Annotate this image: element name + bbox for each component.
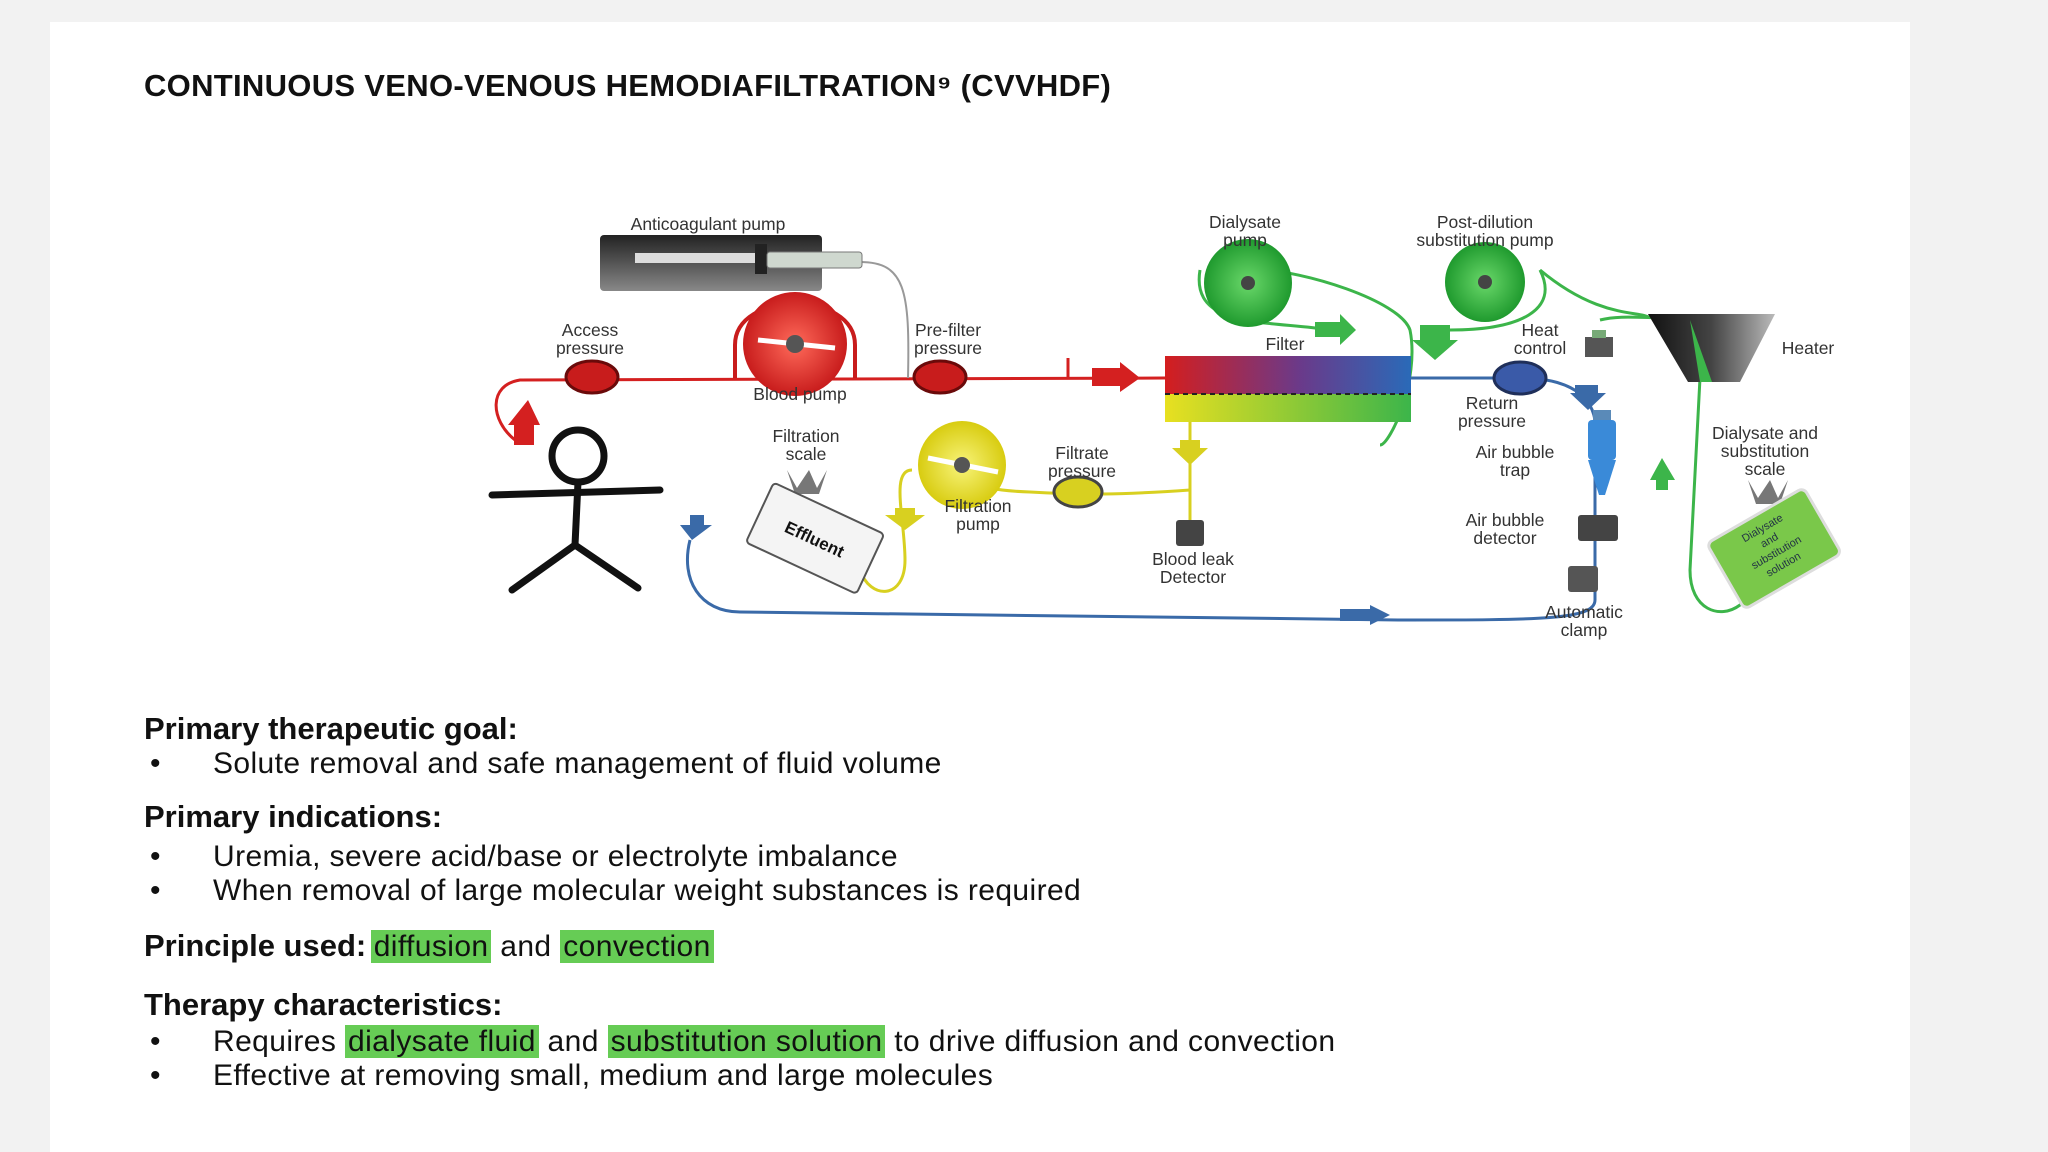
blood-leak-detector bbox=[1176, 520, 1204, 546]
filter bbox=[1165, 356, 1411, 422]
access-pressure-label-2: pressure bbox=[556, 338, 624, 358]
characteristics-heading: Therapy characteristics: bbox=[144, 987, 503, 1022]
yellow-flow-arrow bbox=[1172, 440, 1208, 465]
bullet-dot: • bbox=[150, 874, 161, 907]
access-pressure-label-1: Access bbox=[562, 320, 619, 340]
char-b2-text: Effective at removing small, medium and … bbox=[213, 1059, 994, 1092]
effluent-lines bbox=[858, 420, 1192, 593]
automatic-clamp-label-2: clamp bbox=[1561, 620, 1608, 640]
air-bubble-trap-label-1: Air bubble bbox=[1476, 442, 1555, 462]
return-pressure-label-1: Return bbox=[1466, 393, 1519, 413]
filtration-scale bbox=[787, 470, 827, 494]
dialysate-scale-label-3: scale bbox=[1745, 459, 1786, 479]
prefilter-pressure-label-2: pressure bbox=[914, 338, 982, 358]
goal-bullet-text: Solute removal and safe management of fl… bbox=[213, 747, 942, 780]
bullet-dot: • bbox=[150, 1025, 161, 1058]
filtration-scale-label-2: scale bbox=[786, 444, 827, 464]
return-pressure-label-2: pressure bbox=[1458, 411, 1526, 431]
principle-term-diffusion: diffusion bbox=[370, 930, 492, 963]
heater-label: Heater bbox=[1782, 338, 1835, 358]
characteristics-bullet-2: • Effective at removing small, medium and… bbox=[144, 1059, 1335, 1093]
filtrate-pressure-label-1: Filtrate bbox=[1055, 443, 1108, 463]
blood-pump-label: Blood pump bbox=[753, 384, 846, 404]
principle-term-convection: convection bbox=[560, 930, 714, 963]
air-bubble-detector-label-1: Air bubble bbox=[1466, 510, 1545, 530]
filtrate-pressure-label-2: pressure bbox=[1048, 461, 1116, 481]
return-pressure-sensor bbox=[1492, 360, 1548, 396]
patient-figure bbox=[488, 426, 664, 594]
anticoagulant-pump bbox=[600, 235, 863, 291]
heat-control bbox=[1585, 330, 1613, 357]
blood-leak-label-2: Detector bbox=[1160, 567, 1226, 587]
blood-access-line bbox=[494, 376, 1166, 442]
indications-section: Primary indications: • Uremia, severe aci… bbox=[144, 799, 1081, 908]
slide-title: CONTINUOUS VENO-VENOUS HEMODIAFILTRATION… bbox=[144, 68, 1112, 103]
dialysate-bag: Dialysate and substitution solution bbox=[1707, 488, 1841, 609]
post-dilution-pump bbox=[1445, 242, 1525, 322]
automatic-clamp bbox=[1568, 566, 1598, 592]
red-flow-arrow bbox=[1066, 358, 1140, 392]
goal-heading: Primary therapeutic goal: bbox=[144, 711, 518, 746]
principle-section: Principle used: diffusion and convection bbox=[144, 928, 714, 964]
prefilter-pressure-label-1: Pre-filter bbox=[915, 320, 981, 340]
indications-bullet-1: • Uremia, severe acid/base or electrolyte… bbox=[144, 840, 1081, 874]
blood-leak-label-1: Blood leak bbox=[1152, 549, 1234, 569]
characteristics-bullet-1: • Requires dialysate fluid and substitut… bbox=[144, 1025, 1335, 1059]
dialysate-scale-label-2: substitution bbox=[1721, 441, 1810, 461]
char-b1-mid: and bbox=[547, 1025, 599, 1058]
filtration-scale-label-1: Filtration bbox=[772, 426, 839, 446]
post-dilution-label-1: Post-dilution bbox=[1437, 212, 1533, 232]
green-flow-arrow bbox=[1315, 314, 1675, 490]
principle-text: diffusion and convection bbox=[370, 930, 714, 963]
bullet-dot: • bbox=[150, 1059, 161, 1092]
return-arrow-icon bbox=[508, 400, 540, 445]
bullet-dot: • bbox=[150, 747, 161, 780]
air-bubble-detector bbox=[1578, 515, 1618, 541]
filtration-pump-label-1: Filtration bbox=[944, 496, 1011, 516]
indications-bullet-text-1: Uremia, severe acid/base or electrolyte … bbox=[213, 840, 898, 873]
indications-bullet-2: • When removal of large molecular weight … bbox=[144, 874, 1081, 908]
filtration-pump bbox=[885, 421, 1006, 530]
char-highlight-dialysate-fluid: dialysate fluid bbox=[345, 1025, 539, 1058]
blue-flow-arrow bbox=[680, 385, 1606, 625]
access-pressure-sensor bbox=[564, 359, 620, 395]
heat-control-label-2: control bbox=[1514, 338, 1567, 358]
dialysate-pump-label-2: pump bbox=[1223, 230, 1267, 250]
indications-heading: Primary indications: bbox=[144, 799, 443, 834]
indications-bullet-text-2: When removal of large molecular weight s… bbox=[213, 874, 1082, 907]
principle-heading: Principle used: bbox=[144, 928, 367, 963]
characteristics-section: Therapy characteristics: • Requires dial… bbox=[144, 987, 1335, 1093]
dialysate-scale bbox=[1748, 480, 1788, 504]
prefilter-pressure-sensor bbox=[912, 359, 968, 395]
char-b1-pre: Requires bbox=[213, 1025, 337, 1058]
heater bbox=[1648, 314, 1775, 382]
bullet-dot: • bbox=[150, 840, 161, 873]
char-b1-post: to drive diffusion and convection bbox=[894, 1025, 1336, 1058]
blood-pump bbox=[733, 292, 857, 396]
filtration-pump-label-2: pump bbox=[956, 514, 1000, 534]
principle-conjunction: and bbox=[500, 930, 552, 963]
filtrate-pressure-sensor bbox=[1052, 475, 1104, 509]
air-bubble-trap bbox=[1588, 410, 1616, 495]
anticoagulant-line bbox=[859, 261, 910, 379]
automatic-clamp-label-1: Automatic bbox=[1545, 602, 1623, 622]
air-bubble-trap-label-2: trap bbox=[1500, 460, 1530, 480]
anticoagulant-pump-label: Anticoagulant pump bbox=[631, 214, 786, 234]
return-blood-line bbox=[685, 376, 1597, 622]
dialysate-scale-label-1: Dialysate and bbox=[1712, 423, 1818, 443]
dialysate-pump bbox=[1204, 239, 1292, 327]
goal-section: Primary therapeutic goal: • Solute remova… bbox=[144, 711, 942, 781]
slide bbox=[50, 22, 1910, 1152]
post-dilution-label-2: substitution pump bbox=[1416, 230, 1553, 250]
filter-label: Filter bbox=[1266, 334, 1305, 354]
goal-bullet-1: • Solute removal and safe management of f… bbox=[144, 747, 942, 781]
effluent-bag: Effluent bbox=[746, 482, 884, 594]
heat-control-label-1: Heat bbox=[1522, 320, 1559, 340]
dialysate-pump-label-1: Dialysate bbox=[1209, 212, 1281, 232]
air-bubble-detector-label-2: detector bbox=[1473, 528, 1536, 548]
char-highlight-substitution-solution: substitution solution bbox=[607, 1025, 886, 1058]
